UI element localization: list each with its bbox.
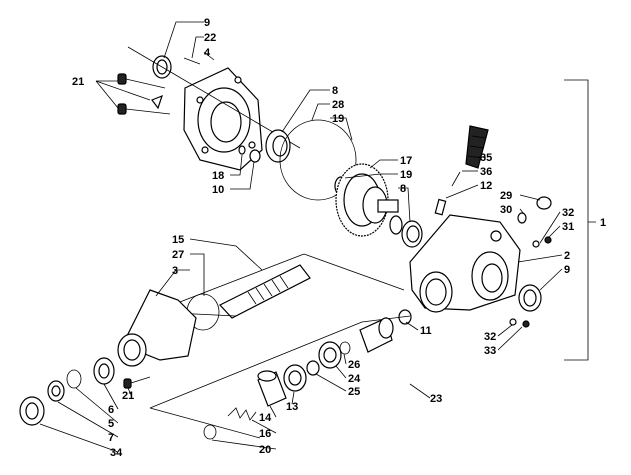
callout-19-shim-lower: 19 bbox=[400, 169, 412, 181]
part-2-main-housing bbox=[409, 214, 521, 313]
callout-13-bearing: 13 bbox=[286, 401, 298, 413]
callout-20-washer: 20 bbox=[259, 444, 271, 456]
part-32-31-screws bbox=[532, 236, 552, 248]
part-34-cap bbox=[19, 396, 45, 426]
part-5-snap-ring bbox=[66, 369, 82, 389]
group-1-bracket bbox=[564, 79, 596, 361]
callout-9-seal-top: 9 bbox=[204, 17, 210, 29]
callout-33-screw: 33 bbox=[484, 345, 496, 357]
callout-15-drive-shaft: 15 bbox=[172, 234, 184, 246]
callout-8-bearing-lower: 8 bbox=[400, 183, 406, 195]
part-pinion-gear bbox=[359, 317, 394, 353]
callout-32-screw-lower: 32 bbox=[484, 331, 496, 343]
callout-22-screw: 22 bbox=[204, 32, 216, 44]
part-6-bearing bbox=[93, 357, 115, 385]
callout-31-screw: 31 bbox=[562, 221, 574, 233]
part-7-seal bbox=[47, 380, 65, 402]
callout-11-bushing: 11 bbox=[420, 325, 432, 337]
callout-30-washer: 30 bbox=[500, 204, 512, 216]
part-9-seal-right bbox=[518, 284, 542, 312]
part-15-drive-shaft bbox=[219, 264, 311, 319]
part-24-bearing bbox=[318, 341, 342, 369]
callout-21-bolt-lower: 21 bbox=[122, 390, 134, 402]
callout-16-spring: 16 bbox=[259, 428, 271, 440]
callout-29-cap: 29 bbox=[500, 190, 512, 202]
callout-21-bolts-upper: 21 bbox=[72, 76, 84, 88]
part-17-ring-gear bbox=[335, 163, 399, 237]
callout-7-seal: 7 bbox=[108, 432, 114, 444]
part-25-washer bbox=[306, 360, 320, 376]
part-14-coupler bbox=[257, 370, 287, 407]
part-32-33-screws-lower bbox=[509, 318, 530, 328]
part-21-bolts-upper bbox=[117, 73, 171, 115]
part-18-10-washers bbox=[238, 145, 261, 163]
part-28-o-ring bbox=[279, 119, 357, 201]
part-20-washer bbox=[203, 424, 217, 440]
callout-18-washer: 18 bbox=[212, 170, 224, 182]
callout-2-main-housing: 2 bbox=[564, 250, 570, 262]
part-19-8-shim-bearing-lower bbox=[389, 215, 423, 248]
callout-26-snap-ring: 26 bbox=[348, 359, 360, 371]
callout-8-bearing-upper: 8 bbox=[332, 85, 338, 97]
part-36-12-vent bbox=[434, 171, 461, 216]
callout-6-bearing: 6 bbox=[108, 404, 114, 416]
callout-24-bearing: 24 bbox=[348, 373, 361, 385]
callout-27-o-ring: 27 bbox=[172, 249, 184, 261]
part-13-bearing bbox=[283, 364, 307, 392]
callout-14-coupler: 14 bbox=[259, 412, 272, 424]
part-3-tube-housing bbox=[117, 289, 197, 367]
callout-9-seal-right: 9 bbox=[564, 264, 570, 276]
part-4-cover-housing bbox=[183, 67, 263, 171]
callout-28-o-ring: 28 bbox=[332, 99, 344, 111]
callout-32-screw-upper: 32 bbox=[562, 207, 574, 219]
callout-5-snap-ring: 5 bbox=[108, 418, 114, 430]
callout-4-cover: 4 bbox=[204, 47, 211, 59]
part-16-spring bbox=[227, 407, 257, 421]
callout-23-pinion-group: 23 bbox=[430, 393, 442, 405]
leader-lines bbox=[39, 21, 563, 453]
part-35-boot bbox=[465, 125, 489, 169]
callout-36-vent: 36 bbox=[480, 166, 492, 178]
callout-17-ring-gear: 17 bbox=[400, 155, 412, 167]
callout-1-assembly: 1 bbox=[600, 217, 606, 229]
callout-10-washer: 10 bbox=[212, 184, 224, 196]
callout-12-vent-fitting: 12 bbox=[480, 180, 492, 192]
part-26-snap-ring bbox=[339, 341, 351, 355]
part-22-screw bbox=[183, 57, 201, 65]
callout-19-shim-upper: 19 bbox=[332, 113, 344, 125]
part-8-bearing-upper bbox=[265, 129, 291, 163]
part-29-30-cap bbox=[517, 196, 552, 224]
part-21-bolt-lower bbox=[123, 376, 151, 389]
callout-34-cap: 34 bbox=[110, 447, 123, 459]
callout-numbers: 9 22 4 21 8 28 19 18 10 17 19 8 35 36 12… bbox=[72, 17, 606, 459]
callout-3-tube-housing: 3 bbox=[172, 265, 178, 277]
callout-25-washer: 25 bbox=[348, 386, 360, 398]
callout-35-boot: 35 bbox=[480, 152, 492, 164]
